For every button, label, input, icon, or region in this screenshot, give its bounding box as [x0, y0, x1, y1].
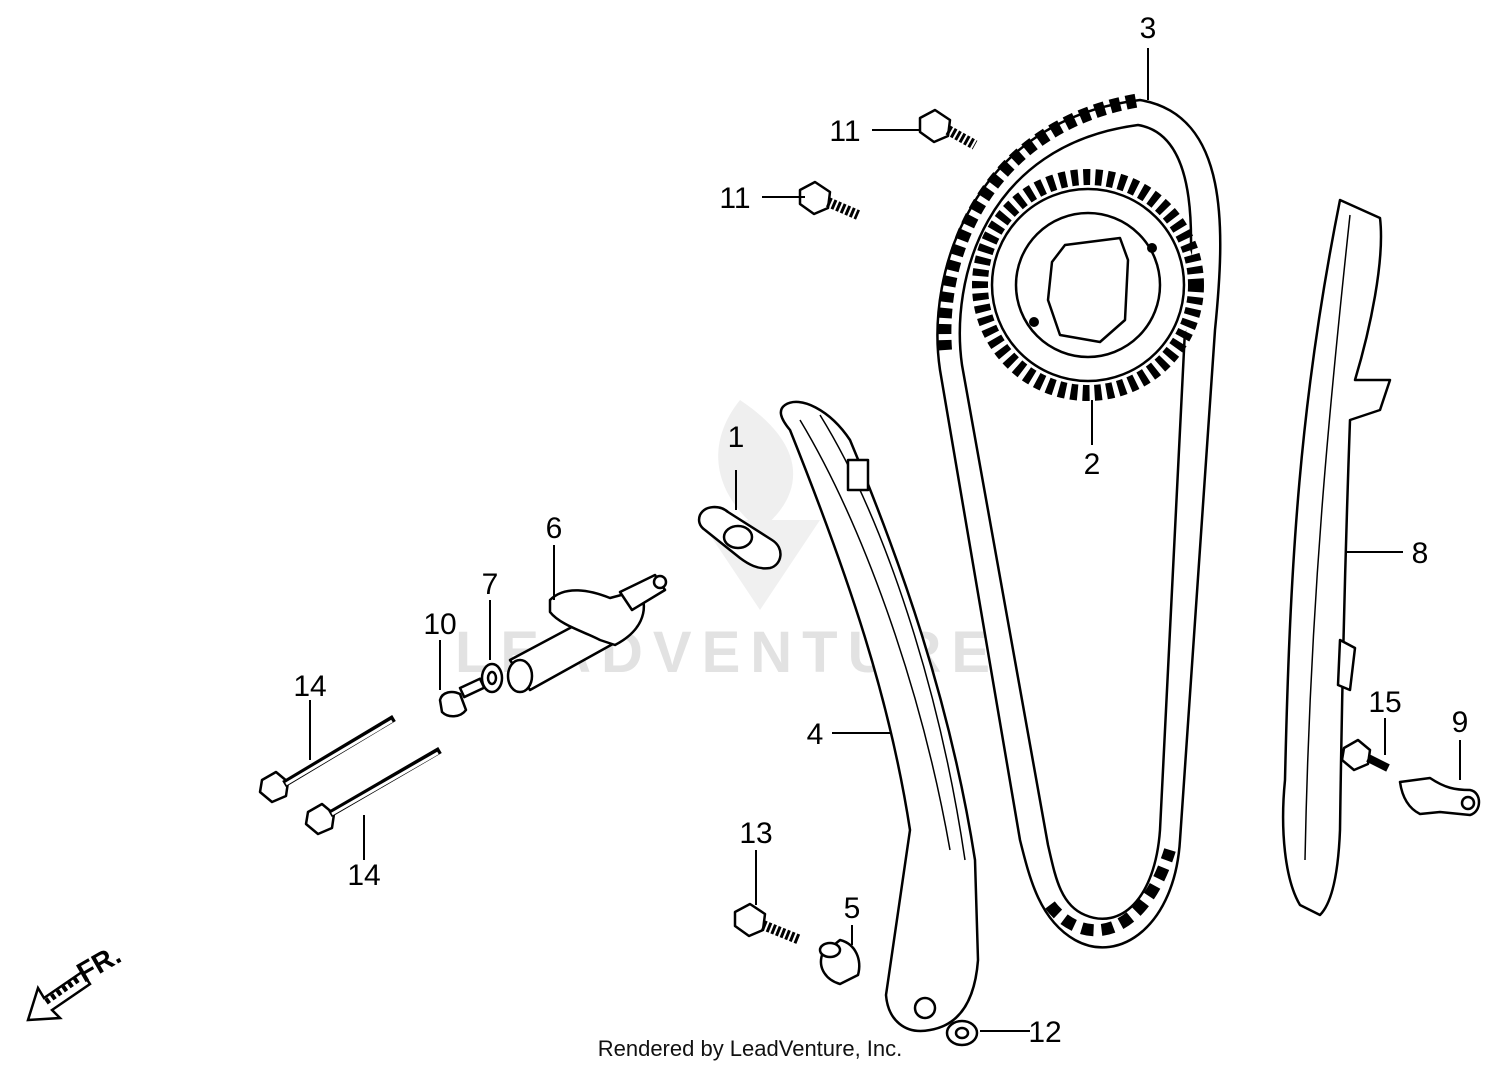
tensioner-bolt[interactable] — [438, 677, 486, 718]
long-bolt-lower[interactable] — [304, 746, 442, 836]
render-credit: Rendered by LeadVenture, Inc. — [597, 1036, 903, 1061]
callout-11-lower: 11 — [719, 182, 750, 215]
guide-bracket[interactable] — [1398, 776, 1481, 817]
sprocket-bolt-upper[interactable] — [918, 108, 978, 150]
callout-10: 10 — [423, 608, 456, 641]
guide-bolt[interactable] — [1340, 738, 1390, 772]
tensioner-gasket[interactable] — [697, 505, 782, 570]
washer[interactable] — [945, 1019, 979, 1047]
callout-3: 3 — [1140, 12, 1157, 45]
callout-1: 1 — [728, 421, 745, 454]
slipper-pivot-bolt[interactable] — [733, 902, 802, 945]
callout-11-upper: 11 — [829, 115, 860, 148]
tensioner-lifter[interactable] — [506, 573, 668, 694]
callout-4: 4 — [807, 718, 824, 751]
collar[interactable] — [818, 938, 861, 986]
callout-15: 15 — [1368, 686, 1401, 719]
callout-6: 6 — [546, 512, 563, 545]
callout-2: 2 — [1084, 448, 1101, 481]
leader-lines — [309, 48, 1461, 1032]
callouts: 1 2 3 4 5 6 7 8 9 10 11 11 12 13 14 14 1… — [293, 12, 1468, 1049]
callout-12: 12 — [1028, 1016, 1061, 1049]
callout-7: 7 — [482, 568, 499, 601]
callout-14-upper: 14 — [293, 670, 326, 703]
sprocket-bolt-lower[interactable] — [798, 180, 860, 220]
front-direction-arrow: FR. — [26, 939, 126, 1022]
callout-8: 8 — [1412, 537, 1429, 570]
cam-sprocket[interactable] — [972, 169, 1204, 401]
callout-13: 13 — [739, 817, 772, 850]
sealing-washer[interactable] — [480, 662, 504, 694]
long-bolt-upper[interactable] — [258, 714, 396, 804]
cam-chain-tensioner-slipper[interactable] — [779, 400, 980, 1033]
cam-chain-guide[interactable] — [1281, 198, 1392, 917]
callout-9: 9 — [1452, 706, 1469, 739]
callout-14-lower: 14 — [347, 859, 380, 892]
callout-5: 5 — [844, 892, 861, 925]
